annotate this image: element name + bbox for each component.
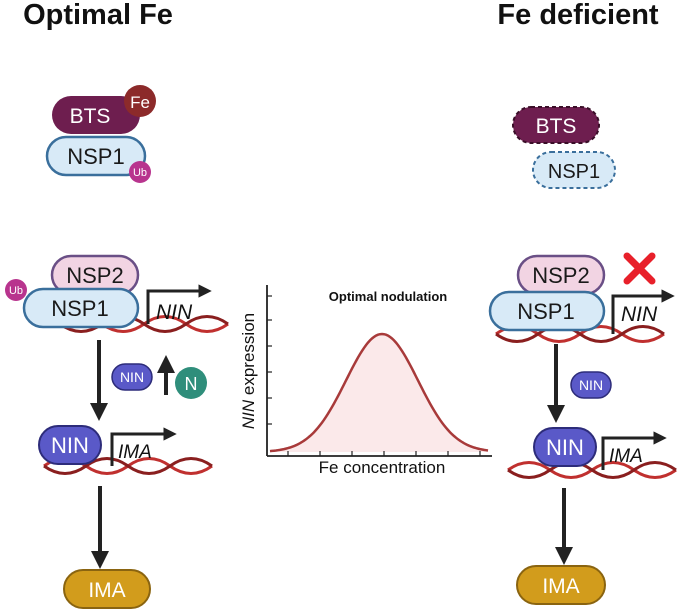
right-nin-small-shape xyxy=(570,371,612,399)
left-nin-promoter-complex: NSP2 NSP1 Ub NIN xyxy=(5,254,229,333)
left-nin-protein-label: NIN xyxy=(51,433,89,458)
left-ima-protein-label: IMA xyxy=(88,579,125,602)
right-nsp1-top-shape xyxy=(532,151,616,189)
left-nsp1-top-label: NSP1 xyxy=(67,144,124,169)
right-nsp1-top-label: NSP1 xyxy=(548,161,600,183)
left-fe-badge xyxy=(124,85,156,117)
chart-x-ticks xyxy=(287,451,481,456)
left-nsp1-label: NSP1 xyxy=(51,296,108,321)
chart-y-ticks xyxy=(267,295,272,425)
chart-x-label: Fe concentration xyxy=(319,458,446,477)
left-bts-shape xyxy=(52,96,140,134)
left-nin-small-shape xyxy=(111,363,153,391)
chart-title: Optimal nodulation xyxy=(329,289,447,304)
chart-y-label-rest: expression xyxy=(239,313,258,400)
left-n-badge xyxy=(175,367,207,399)
right-ima-promoter-complex: NIN IMA xyxy=(507,427,677,479)
left-ub-badge xyxy=(5,279,27,301)
chart-y-label: NIN expression xyxy=(239,313,258,429)
left-ima-gene-label: IMA xyxy=(118,442,152,463)
right-panel-title: Fe deficient xyxy=(497,0,658,31)
right-ima-gene-label: IMA xyxy=(609,446,643,467)
right-nin-tss-arrow xyxy=(611,289,675,334)
right-bts-shape xyxy=(512,106,600,144)
chart-curve-line xyxy=(269,332,489,453)
left-n-label: N xyxy=(185,374,198,394)
right-nin-promoter-complex: NSP2 NSP1 NIN xyxy=(488,252,675,343)
right-ima-tss-arrow xyxy=(601,431,667,470)
left-nin-small-label: NIN xyxy=(120,369,144,385)
right-bts-label: BTS xyxy=(536,115,577,138)
right-nsp1-label: NSP1 xyxy=(517,299,574,324)
right-ima-protein-shape xyxy=(516,565,606,605)
right-nsp1-shape xyxy=(488,290,606,332)
right-nin-gene-label: NIN xyxy=(621,303,658,326)
left-bts-label: BTS xyxy=(70,105,111,128)
left-fe-label: Fe xyxy=(130,93,150,112)
right-dna2-strand-b xyxy=(507,461,677,479)
center-chart: Optimal nodulation NIN expression Fe con… xyxy=(239,285,492,477)
chart-curve-fill xyxy=(270,334,488,452)
left-ima-protein-shape xyxy=(63,569,151,609)
left-ub-label: Ub xyxy=(9,285,23,297)
right-nin-protein-label: NIN xyxy=(546,435,584,460)
left-nin-tss-arrow xyxy=(146,284,212,324)
right-dna-strand-b xyxy=(495,325,665,343)
chart-y-label-gene: NIN xyxy=(239,399,258,429)
right-nin-protein-shape xyxy=(533,427,597,467)
right-nsp2-label: NSP2 xyxy=(532,263,589,288)
right-nin-small-label: NIN xyxy=(579,377,603,393)
left-nin-protein-shape xyxy=(38,425,102,465)
inhibition-x-stroke-b xyxy=(623,252,656,285)
left-nsp1-top-shape xyxy=(45,135,147,177)
left-nsp2-label: NSP2 xyxy=(66,263,123,288)
left-dna2-strand-b xyxy=(43,457,213,475)
left-nsp1-shape xyxy=(22,287,140,329)
left-ima-promoter-complex: NIN IMA xyxy=(38,425,213,475)
left-ub-top-label: Ub xyxy=(133,167,147,179)
inhibition-x-icon xyxy=(623,252,656,285)
left-ima-tss-arrow xyxy=(110,427,177,466)
right-ima-protein-label: IMA xyxy=(542,575,579,598)
left-ub-top-badge xyxy=(129,161,151,183)
left-bts-nsp1-complex: BTS Fe NSP1 Ub xyxy=(45,85,156,183)
left-dna-strand-b xyxy=(59,315,229,333)
left-panel-title: Optimal Fe xyxy=(23,0,173,31)
left-nin-gene-label: NIN xyxy=(156,301,193,324)
